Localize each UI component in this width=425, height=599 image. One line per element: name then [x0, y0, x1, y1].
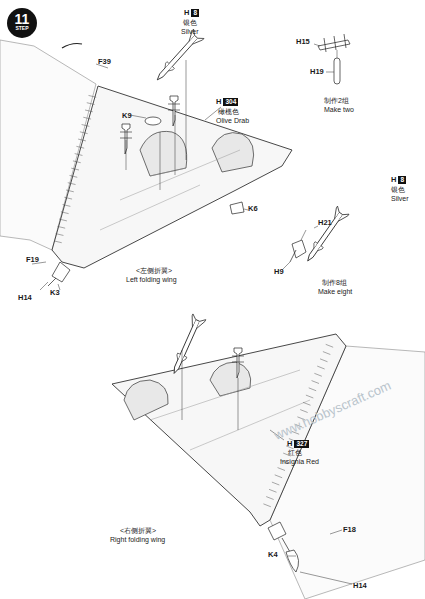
- panel-line: [85, 110, 93, 112]
- step-text: 11: [7, 8, 37, 26]
- note-text: 制作2组: [324, 97, 349, 105]
- part-number: H14: [18, 294, 32, 302]
- panel-line: [83, 117, 91, 119]
- panel-line: [303, 402, 310, 405]
- panel-line: [87, 103, 95, 105]
- panel-line: [80, 132, 88, 134]
- panel-line: [73, 161, 81, 163]
- panel-line: [56, 234, 64, 236]
- panel-line: [76, 146, 84, 148]
- color-number: 304: [225, 98, 236, 106]
- panel-line: [300, 410, 307, 413]
- note-text: Right folding wing: [110, 536, 165, 544]
- panel-line: [266, 497, 273, 500]
- color-chip: 8: [191, 9, 199, 17]
- note-text: 制作8组: [322, 279, 347, 287]
- panel-line: [326, 344, 333, 347]
- panel-line: [317, 366, 324, 369]
- color-number: 8: [400, 176, 404, 184]
- panel-line: [64, 197, 72, 199]
- part-number: K4: [268, 551, 278, 559]
- part-number: H9: [274, 268, 284, 276]
- note-text: <右侧折翼>: [120, 527, 156, 535]
- note-text: 橄榄色: [218, 108, 239, 116]
- note-text: Left folding wing: [126, 276, 177, 284]
- part-number: H: [184, 9, 189, 17]
- panel-line: [269, 489, 276, 492]
- note-text: Silver: [391, 195, 409, 203]
- note-text: 银色: [183, 19, 197, 27]
- note-text: <左侧折翼>: [136, 267, 172, 275]
- panel-line: [63, 205, 71, 207]
- part-number: K6: [248, 205, 258, 213]
- color-chip: 8: [398, 176, 406, 184]
- panel-line: [66, 190, 74, 192]
- part-number: H14: [353, 582, 367, 590]
- panel-line: [61, 212, 69, 214]
- note-text: Insignia Red: [280, 458, 319, 466]
- panel-line: [88, 95, 96, 97]
- color-chip: 327: [294, 440, 309, 448]
- part-number: H: [391, 176, 396, 184]
- note-text: Olive Drab: [216, 117, 249, 125]
- color-number: 327: [296, 440, 307, 448]
- part-number: H: [287, 440, 292, 448]
- panel-line: [69, 175, 77, 177]
- panel-line: [59, 219, 67, 221]
- panel-line: [309, 388, 316, 391]
- panel-line: [68, 183, 76, 185]
- panel-line: [320, 359, 327, 362]
- panel-line: [57, 226, 65, 228]
- part-number: F18: [343, 526, 356, 534]
- note-text: Make two: [324, 106, 354, 114]
- step-badge: 11STEP: [7, 8, 37, 38]
- panel-line: [78, 139, 86, 141]
- part-number: K3: [50, 289, 60, 297]
- part-number: H15: [296, 38, 310, 46]
- part-number: F19: [26, 256, 39, 264]
- note-text: Make eight: [318, 288, 352, 296]
- panel-line: [312, 381, 319, 384]
- panel-line: [82, 125, 90, 127]
- part-number: H21: [318, 219, 332, 227]
- note-text: 红色: [288, 449, 302, 457]
- color-number: 8: [193, 9, 197, 17]
- panel-line: [272, 482, 279, 485]
- color-chip: 304: [223, 98, 238, 106]
- panel-line: [314, 373, 321, 376]
- part-number: K9: [122, 112, 132, 120]
- part-number: H: [216, 98, 221, 106]
- note-text: 银色: [391, 186, 405, 194]
- panel-line: [263, 504, 270, 507]
- panel-line: [54, 241, 62, 243]
- panel-line: [71, 168, 79, 170]
- step-text: STEP: [7, 26, 37, 31]
- panel-line: [75, 154, 83, 156]
- panel-line: [323, 352, 330, 355]
- note-text: Silver: [181, 28, 199, 36]
- panel-line: [278, 468, 285, 471]
- panel-line: [306, 395, 313, 398]
- panel-line: [275, 475, 282, 478]
- part-number: F39: [98, 58, 111, 66]
- part-number: H19: [310, 68, 324, 76]
